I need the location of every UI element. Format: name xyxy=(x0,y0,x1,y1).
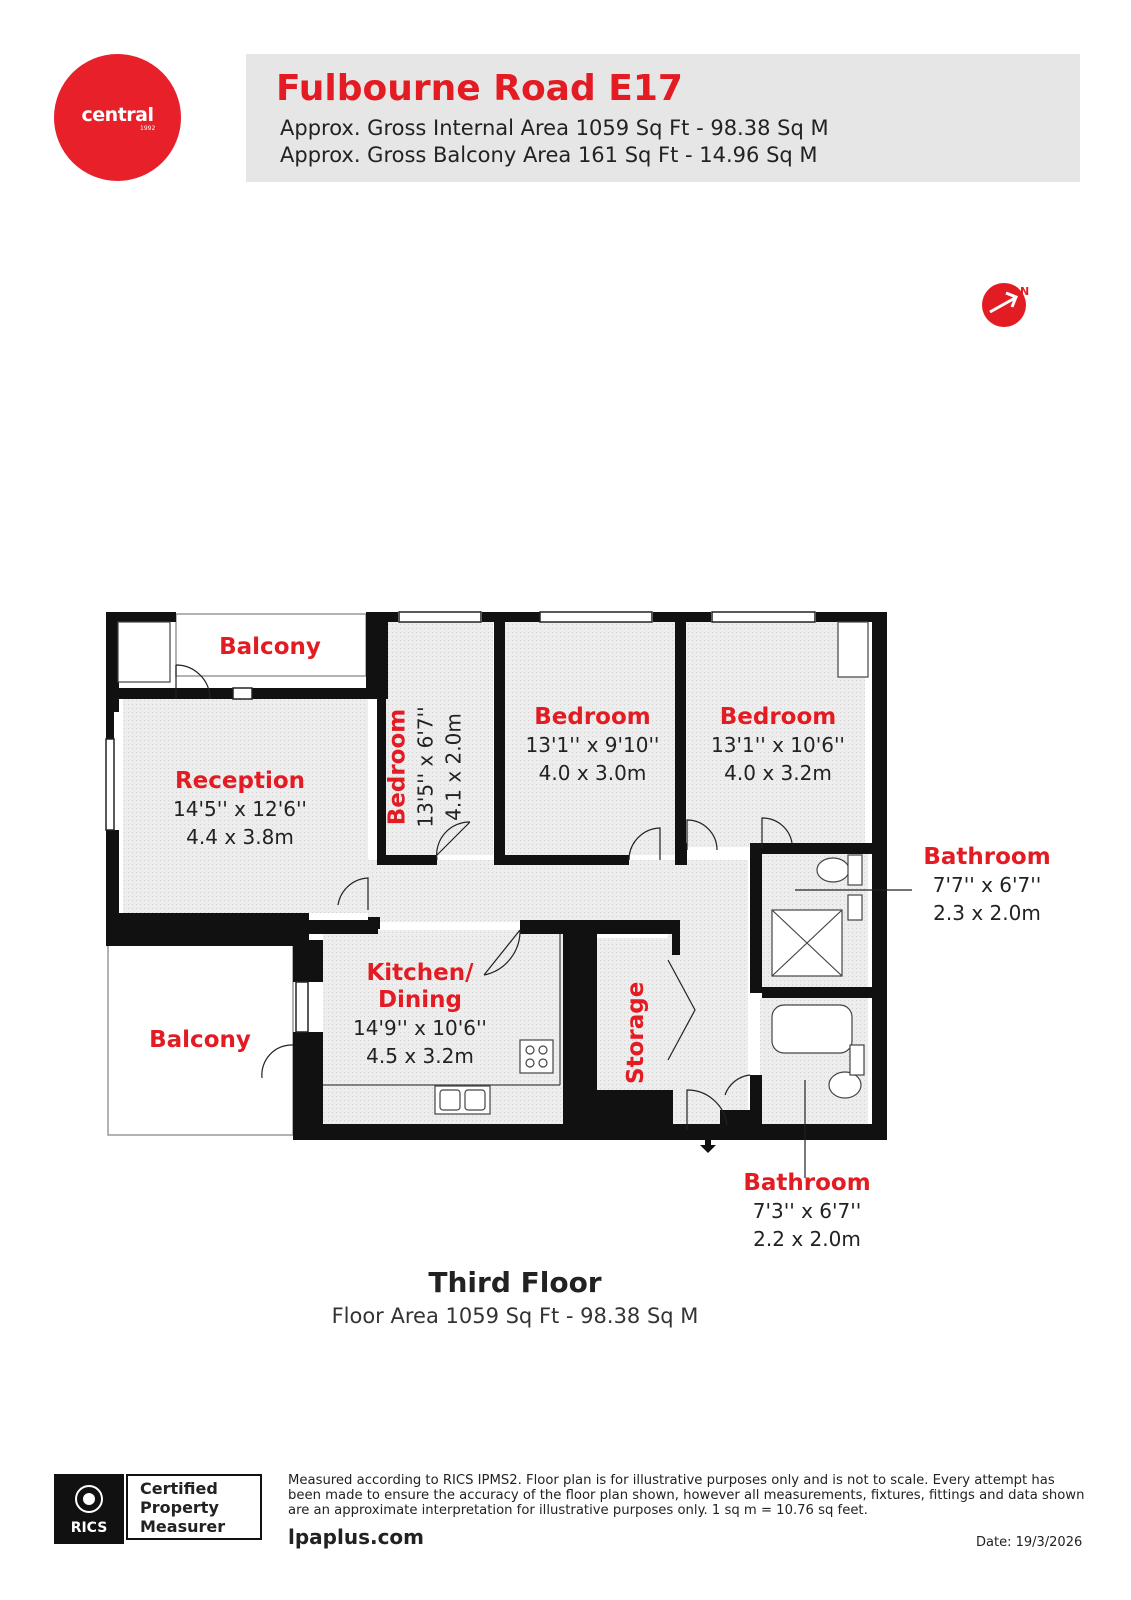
entrance-arrow-icon xyxy=(700,1135,716,1153)
property-title: Fulbourne Road E17 xyxy=(276,68,683,109)
disclaimer-text: Measured according to RICS IPMS2. Floor … xyxy=(288,1473,1085,1518)
windows xyxy=(105,611,816,1033)
internal-area-text: Approx. Gross Internal Area 1059 Sq Ft -… xyxy=(280,116,829,140)
bathroom-2-label: Bathroom 7'3'' x 6'7'' 2.2 x 2.0m xyxy=(743,1170,871,1251)
date-text: Date: 19/3/2026 xyxy=(976,1535,1083,1550)
north-letter: N xyxy=(1020,285,1029,298)
north-arrow-icon: N xyxy=(982,283,1029,327)
logo-text: central xyxy=(81,104,154,126)
website-link[interactable]: lpaplus.com xyxy=(288,1525,425,1549)
kitchen-label: Kitchen/ Dining 14'9'' x 10'6'' 4.5 x 3.… xyxy=(353,960,487,1068)
lion-icon xyxy=(75,1485,103,1513)
reception-label: Reception 14'5'' x 12'6'' 4.4 x 3.8m xyxy=(173,768,307,849)
leader-lines xyxy=(795,889,912,1178)
balcony-top-label: Balcony xyxy=(219,634,321,660)
storage-label: Storage xyxy=(623,981,649,1084)
walls xyxy=(106,612,887,1140)
central-logo: central 1992 xyxy=(54,54,181,181)
floor-area: Floor Area 1059 Sq Ft - 98.38 Sq M xyxy=(331,1304,699,1328)
balcony-area-text: Approx. Gross Balcony Area 161 Sq Ft - 1… xyxy=(280,143,818,167)
bedroom-mid-label: Bedroom 13'1'' x 9'10'' 4.0 x 3.0m xyxy=(525,704,660,785)
doors xyxy=(175,664,793,1130)
rics-logo: RICS xyxy=(54,1474,124,1544)
header-panel: Fulbourne Road E17 Approx. Gross Interna… xyxy=(246,54,1080,182)
floor-title: Third Floor xyxy=(428,1266,602,1299)
balconies xyxy=(107,613,367,1136)
bedroom-small-label: Bedroom 13'5'' x 6'7'' 4.1 x 2.0m xyxy=(384,706,466,828)
rics-badge: RICS Certified Property Measurer xyxy=(54,1474,264,1544)
bathroom-1-label: Bathroom 7'7'' x 6'7'' 2.3 x 2.0m xyxy=(923,844,1051,925)
bedroom-right-label: Bedroom 13'1'' x 10'6'' 4.0 x 3.2m xyxy=(711,704,845,785)
fixtures xyxy=(117,621,869,1115)
certified-measurer-text: Certified Property Measurer xyxy=(126,1474,262,1540)
logo-year: 1992 xyxy=(140,125,156,132)
balcony-left-label: Balcony xyxy=(149,1027,251,1053)
